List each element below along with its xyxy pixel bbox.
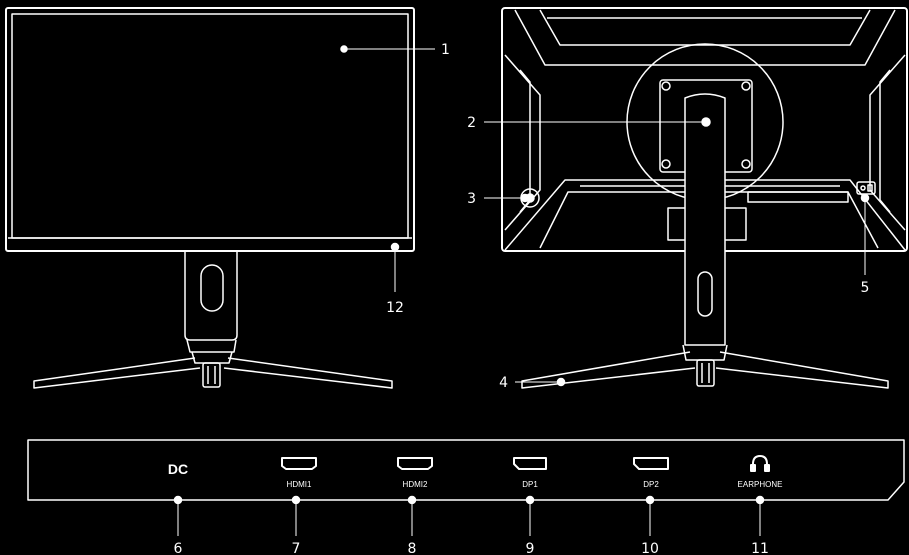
dp1-port-icon (513, 457, 547, 470)
callout-dot-5 (860, 193, 870, 203)
callout-4: 4 (499, 375, 508, 391)
callout-3: 3 (467, 191, 476, 207)
hdmi1-label: HDMI1 (287, 480, 312, 489)
front-base-left-leg (33, 357, 201, 389)
callout-dot-6 (173, 495, 183, 505)
io-panel (27, 439, 905, 536)
callout-11: 11 (751, 541, 769, 555)
hdmi2-port-icon (397, 457, 433, 470)
dp2-label: DP2 (643, 480, 659, 489)
back-base-left-leg (521, 351, 696, 389)
earphone-headphone-icon (750, 455, 770, 472)
earphone-label: EARPHONE (738, 480, 783, 489)
dc-label: DC (168, 461, 188, 477)
front-bezel (5, 7, 415, 252)
callout-6: 6 (174, 541, 183, 555)
callout-dot-12 (390, 242, 400, 252)
front-cable-slot (200, 264, 224, 312)
callout-numbers: 1 12 2 3 4 5 6 7 8 9 10 11 (174, 42, 870, 555)
callout-7: 7 (292, 541, 301, 555)
callout-2: 2 (467, 115, 476, 131)
port-labels: DC HDMI1 HDMI2 DP1 DP2 EARPHONE (168, 461, 783, 489)
callout-9: 9 (526, 541, 535, 555)
back-base-right-leg (715, 351, 889, 389)
callout-8: 8 (408, 541, 417, 555)
callout-dot-1 (340, 45, 348, 53)
callout-dot-2 (701, 117, 711, 127)
callout-dot-4 (556, 377, 566, 387)
io-panel-outline (27, 439, 905, 501)
callout-dot-3 (520, 193, 530, 203)
hdmi1-port-icon (281, 457, 317, 470)
front-stand-neck (184, 251, 238, 341)
callout-1: 1 (441, 42, 450, 58)
callout-12: 12 (386, 300, 404, 316)
callout-dot-9 (525, 495, 535, 505)
callout-dot-11 (755, 495, 765, 505)
callout-5: 5 (861, 280, 870, 296)
front-screen (11, 13, 409, 239)
dp1-label: DP1 (522, 480, 538, 489)
callout-dot-8 (407, 495, 417, 505)
front-base-right-leg (223, 357, 393, 389)
callout-dot-10 (645, 495, 655, 505)
dp2-port-icon (633, 457, 669, 470)
back-view (484, 7, 908, 389)
callout-10: 10 (641, 541, 659, 555)
back-stand-arm (684, 93, 726, 346)
callout-dot-7 (291, 495, 301, 505)
front-view (5, 7, 435, 389)
hdmi2-label: HDMI2 (403, 480, 428, 489)
